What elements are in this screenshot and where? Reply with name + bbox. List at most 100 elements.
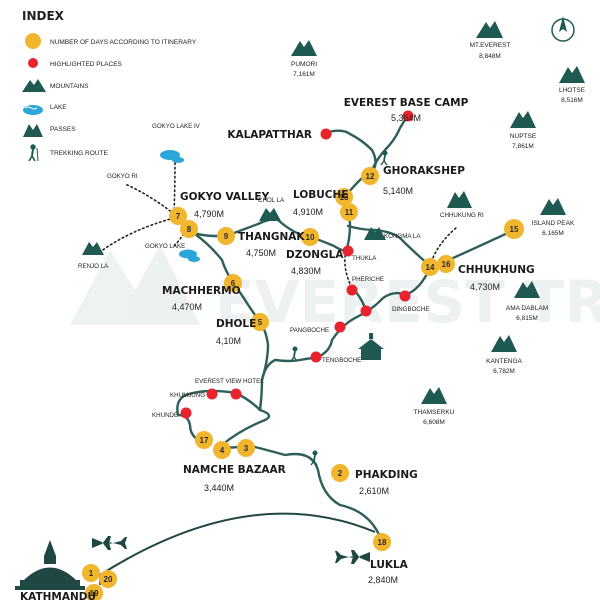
place-name: LOBUCHE: [293, 189, 348, 201]
hiker-icon: [28, 144, 39, 162]
day-marker: 17: [195, 431, 213, 449]
flight-path: [92, 512, 376, 576]
place-alt: 4,830M: [291, 266, 321, 276]
svg-text:KANTENGA: KANTENGA: [486, 358, 522, 365]
lake-icon: [23, 105, 43, 115]
svg-text:6,165M: 6,165M: [542, 230, 564, 237]
place-name: PHAKDING: [355, 469, 418, 481]
mountain-everest: MT.EVEREST 8,848M: [470, 21, 510, 60]
highlight-thukla: [342, 245, 354, 257]
highlight-tengboche: [310, 351, 322, 363]
place-name: THANGNAK: [238, 231, 305, 243]
svg-text:5: 5: [258, 318, 263, 327]
mountain-ama-dablam: AMA DABLAM 6,815M: [506, 281, 548, 322]
place-alt: 5,364M: [391, 113, 421, 123]
mountain-icon: [291, 40, 317, 56]
svg-text:6,608M: 6,608M: [423, 419, 445, 426]
svg-text:8: 8: [187, 225, 192, 234]
svg-text:8,516M: 8,516M: [561, 97, 583, 104]
place-name: NAMCHE BAZAAR: [183, 464, 286, 476]
place-alt: 2,840M: [368, 575, 398, 585]
place-alt: 4,730M: [470, 282, 500, 292]
day-marker: 19: [85, 584, 103, 600]
svg-text:9: 9: [224, 232, 229, 241]
svg-text:7,161M: 7,161M: [293, 71, 315, 78]
mountain-lhotse: LHOTSE 8,516M: [559, 66, 586, 104]
svg-text:19: 19: [90, 589, 99, 598]
minor-label: DINGBOCHE: [392, 306, 429, 313]
minor-label: GOKYO RI: [107, 173, 138, 180]
place-alt: 5,140M: [383, 186, 413, 196]
hiker-icon: [290, 346, 298, 362]
place-name: LUKLA: [370, 559, 409, 571]
highlight-kalapatthar: [320, 128, 332, 140]
airplane-icon: [335, 550, 370, 564]
svg-text:16: 16: [442, 260, 451, 269]
day-marker: 14: [421, 258, 439, 276]
mountain-kantenga: KANTENGA 6,782M: [486, 335, 523, 375]
day-marker: 7: [169, 207, 187, 225]
pass-icon: [23, 124, 43, 137]
mountain-icon: [421, 387, 447, 404]
highlight-pheriche: [346, 284, 358, 296]
svg-text:11: 11: [345, 208, 354, 217]
place-name: EVEREST BASE CAMP: [344, 97, 469, 109]
highlight-everest-view-hotel: [230, 388, 242, 400]
day-marker: 18: [373, 533, 391, 551]
place-alt: 4,790M: [194, 209, 224, 219]
svg-text:8,848M: 8,848M: [479, 53, 501, 60]
place-name: DZONGLA: [286, 249, 344, 261]
svg-text:7: 7: [176, 212, 181, 221]
day-marker: 12: [361, 167, 379, 185]
hiker-icon: [310, 450, 318, 466]
place-alt: 4,470M: [172, 302, 202, 312]
minor-label: GOKYO LAKE: [145, 243, 185, 250]
svg-text:6,782M: 6,782M: [493, 368, 515, 375]
day-marker: 8: [180, 220, 198, 238]
highlight-pangboche-upper: [360, 305, 372, 317]
svg-text:10: 10: [306, 233, 315, 242]
svg-text:2: 2: [338, 469, 343, 478]
svg-text:13: 13: [340, 193, 349, 202]
mountain-icon: [514, 281, 540, 298]
svg-text:14: 14: [426, 263, 435, 272]
minor-label: RENJO LA: [78, 263, 109, 270]
stupa-icon: [15, 540, 85, 590]
day-marker: 11: [340, 203, 358, 221]
highlight-khunde: [180, 407, 192, 419]
day-marker: 2: [331, 464, 349, 482]
pass-icon: [82, 242, 104, 255]
lake-icon: [160, 150, 184, 163]
legend-label-mountains: MOUNTAINS: [50, 83, 89, 90]
legend-label-passes: PASSES: [50, 126, 76, 133]
mountain-thamserku: THAMSERKU 6,608M: [414, 387, 455, 426]
minor-label: TENGBOCHE: [322, 357, 361, 364]
svg-text:NUPTSE: NUPTSE: [510, 133, 537, 140]
place-name: MACHHERMO: [162, 285, 241, 297]
day-marker: 20: [99, 570, 117, 588]
mountain-icon: [559, 66, 585, 83]
minor-label: THUKLA: [352, 255, 377, 262]
place-alt: 3,440M: [204, 483, 234, 493]
place-labels: EVEREST BASE CAMP 5,364M KALAPATTHAR GHO…: [20, 97, 535, 600]
minor-labels: GOKYO LAKE IV GOKYO RI GOKYO LAKE RENJO …: [78, 123, 484, 419]
svg-text:7,861M: 7,861M: [512, 143, 534, 150]
hikers: [290, 150, 388, 466]
place-name: GOKYO VALLEY: [180, 191, 270, 203]
legend-label-lake: LAKE: [50, 104, 67, 111]
day-marker: 1: [82, 564, 100, 582]
highlight-ebc: [402, 110, 414, 122]
lakes: [160, 150, 200, 262]
place-alt: 2,610M: [359, 486, 389, 496]
minor-label: PANGBOCHE: [290, 327, 329, 334]
place-name: KALAPATTHAR: [227, 129, 312, 141]
svg-text:20: 20: [104, 575, 113, 584]
svg-text:ISLAND PEAK: ISLAND PEAK: [532, 220, 575, 227]
mountains: PUMORI 7,161M MT.EVEREST 8,848M LHOTSE 8…: [291, 21, 586, 426]
mountain-icon: [476, 21, 503, 38]
watermark: EVEREST TRIP: [70, 245, 600, 336]
place-name: KATHMANDU: [20, 591, 96, 600]
svg-text:THAMSERKU: THAMSERKU: [414, 409, 455, 416]
highlight-markers: [180, 110, 414, 419]
minor-label: CHHUKUNG RI: [440, 212, 484, 219]
